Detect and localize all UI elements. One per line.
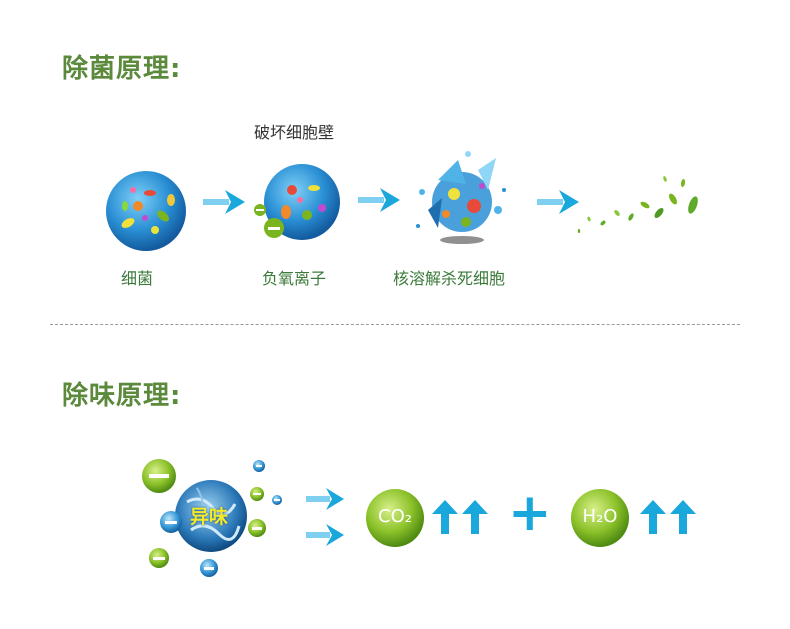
- arrow-right-icon: [203, 190, 245, 214]
- deodorization-title: 除味原理:: [62, 381, 182, 411]
- odor-cluster-icon: [142, 459, 282, 577]
- odor-label: 异味: [190, 506, 229, 528]
- section-divider: [50, 324, 740, 325]
- arrow-up-icon: [640, 500, 666, 534]
- bacteria-ball-icon: [106, 171, 186, 251]
- arrow-right-icon: [358, 188, 400, 212]
- co2-label: CO₂: [378, 506, 412, 527]
- arrow-right-icon: [306, 488, 344, 510]
- step-label-negative-ion: 负氧离子: [262, 269, 327, 288]
- lysed-cell-icon: [416, 151, 506, 244]
- arrow-right-icon: [306, 524, 344, 546]
- sterilization-title: 除菌原理:: [62, 54, 182, 84]
- arrow-up-icon: [432, 500, 458, 534]
- co2-ball-icon: [366, 489, 424, 547]
- arrow-up-icon: [462, 500, 488, 534]
- step-label-bacteria: 细菌: [121, 269, 154, 288]
- arrow-right-icon: [537, 190, 579, 214]
- leaves-icon: [577, 176, 698, 233]
- h2o-ball-icon: [571, 489, 629, 547]
- arrow-up-icon: [670, 500, 696, 534]
- negative-ion-ball-icon: [254, 164, 340, 240]
- plus-sign: +: [508, 483, 552, 543]
- cell-wall-annotation: 破坏细胞壁: [254, 123, 335, 142]
- h2o-label: H₂O: [582, 506, 618, 527]
- step-label-lysis: 核溶解杀死细胞: [393, 269, 506, 288]
